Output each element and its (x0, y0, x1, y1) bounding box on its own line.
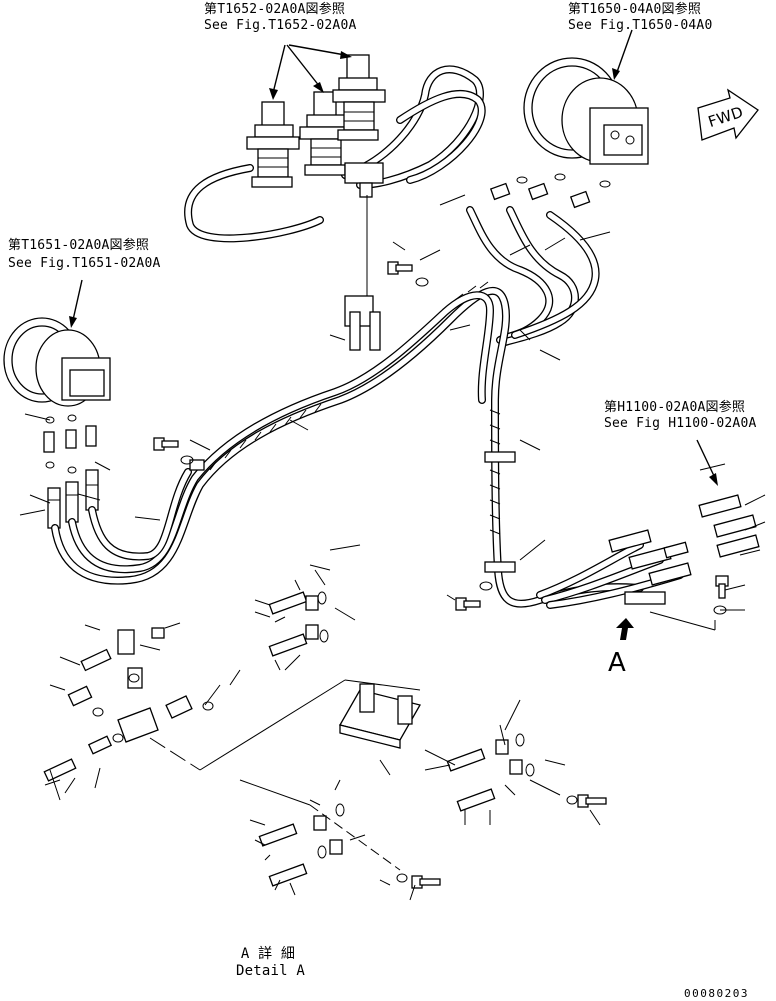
travel-motor-left (3, 279, 111, 407)
ref-h1100-ja[interactable]: 第H1100-02A0A図参照 (604, 400, 746, 415)
main-hose-run (51, 195, 644, 608)
detail-title-ja: A 詳 細 (240, 946, 296, 962)
ref-t1652-ja[interactable]: 第T1652-02A0A図参照 (204, 2, 346, 17)
detail-title-en: Detail A (236, 963, 306, 979)
ref-h1100-en[interactable]: See Fig H1100-02A0A (604, 416, 757, 431)
ref-t1650-ja[interactable]: 第T1650-04A0図参照 (568, 2, 702, 17)
ref-t1651-ja[interactable]: 第T1651-02A0A図参照 (8, 238, 150, 253)
valve-assembly-top (184, 44, 486, 243)
ref-t1652-en[interactable]: See Fig.T1652-02A0A (204, 18, 357, 33)
ref-t1651-en[interactable]: See Fig.T1651-02A0A (8, 256, 161, 271)
callout-leaders (19, 194, 766, 901)
fwd-arrow-icon (697, 88, 759, 141)
view-arrow-icon (616, 618, 634, 640)
part-number: 00080203 (684, 987, 749, 1000)
right-motor-fittings (466, 173, 611, 346)
travel-motor-right (523, 29, 649, 165)
left-motor-fittings (43, 414, 99, 529)
view-marker-label: A (608, 648, 626, 678)
ref-t1650-en[interactable]: See Fig.T1650-04A0 (568, 18, 713, 33)
right-manifold-fittings (536, 439, 760, 631)
bolts-main (153, 261, 729, 615)
detail-a-assembly (43, 591, 607, 889)
